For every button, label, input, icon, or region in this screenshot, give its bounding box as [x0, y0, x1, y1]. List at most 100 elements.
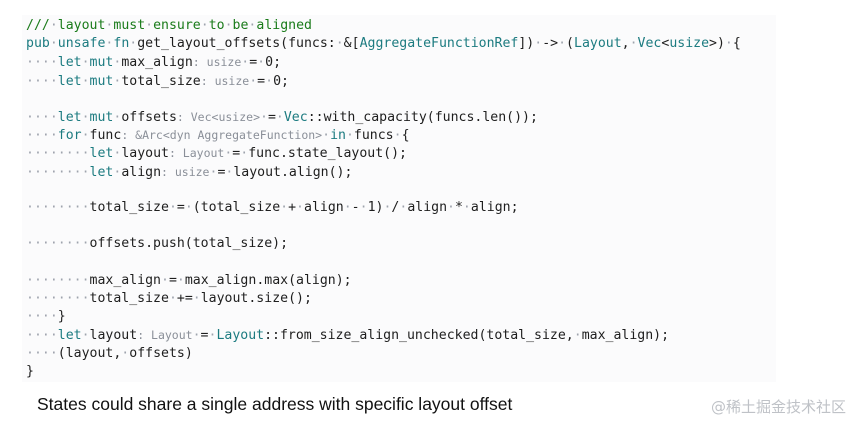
type-token: Vec: [283, 110, 308, 125]
code-token: }: [26, 363, 34, 379]
whitespace-marker: ·: [184, 200, 193, 215]
comment-token: to: [208, 18, 225, 33]
code-token: align;: [470, 200, 519, 215]
code-token: ::with_capacity(funcs.len());: [307, 110, 538, 125]
code-token: max_align: [121, 55, 193, 71]
whitespace-marker: ·: [49, 36, 58, 52]
whitespace-marker: ·: [260, 110, 268, 125]
whitespace-marker: ········: [26, 236, 90, 252]
code-line: ········total_size·+=·layout.size();: [26, 290, 312, 308]
comment-token: be: [232, 18, 249, 33]
whitespace-marker: ·: [225, 164, 234, 180]
slide-caption: States could share a single address with…: [37, 394, 513, 414]
whitespace-marker: ····: [26, 309, 58, 325]
whitespace-marker: ·: [383, 200, 392, 215]
code-token: +=: [176, 291, 193, 306]
keyword-token: let: [57, 110, 82, 125]
code-line: ····let·mut·offsets: Vec<usize>·=·Vec::w…: [26, 108, 538, 126]
code-token: func.state_layout();: [248, 146, 407, 162]
whitespace-marker: ·: [81, 73, 90, 89]
code-token: offsets): [129, 345, 193, 361]
code-token: offsets: [121, 110, 177, 125]
code-token: >): [709, 36, 725, 52]
type-inlay-hint: : usize: [192, 55, 242, 70]
keyword-token: let: [89, 146, 114, 162]
whitespace-marker: ·: [462, 200, 471, 215]
keyword-token: unsafe: [57, 36, 106, 52]
whitespace-marker: ·: [192, 291, 201, 306]
code-line: pub·unsafe·fn·get_layout_offsets(funcs:·…: [26, 35, 741, 53]
whitespace-marker: ·: [49, 18, 58, 33]
whitespace-marker: ·: [81, 55, 90, 71]
whitespace-marker: ·: [345, 128, 354, 144]
whitespace-marker: ·: [248, 18, 257, 33]
code-token: -: [351, 200, 360, 215]
code-line: ········offsets.push(total_size);: [26, 235, 288, 253]
whitespace-marker: ·: [81, 110, 90, 125]
code-token: layout.size();: [200, 291, 312, 306]
code-line: ····for·func: &Arc<dyn AggregateFunction…: [26, 126, 410, 144]
whitespace-marker: ········: [26, 200, 90, 215]
whitespace-marker: ·: [192, 328, 201, 344]
code-token: align: [121, 164, 162, 180]
whitespace-marker: ·: [322, 128, 331, 144]
whitespace-marker: ········: [26, 146, 90, 162]
code-line: ····let·mut·total_size: usize·=·0;: [26, 72, 289, 90]
code-token: {: [732, 36, 741, 52]
whitespace-marker: ····: [26, 128, 58, 144]
code-token: func: [89, 128, 122, 144]
whitespace-marker: ·: [558, 36, 567, 52]
code-token: offsets.push(total_size);: [89, 236, 289, 252]
whitespace-marker: ····: [26, 55, 58, 71]
code-token: get_layout_offsets(funcs:: [137, 36, 336, 52]
whitespace-marker: ·: [113, 55, 122, 71]
whitespace-marker: ········: [26, 272, 90, 288]
code-token: layout.align();: [233, 164, 353, 180]
comment-token: aligned: [256, 18, 312, 33]
whitespace-marker: ·: [168, 291, 177, 306]
keyword-token: let: [57, 55, 82, 71]
keyword-token: fn: [113, 36, 130, 52]
whitespace-marker: ·: [724, 36, 733, 52]
code-line: ········let·align: usize·=·layout.align(…: [26, 163, 352, 181]
code-token: =: [200, 328, 209, 344]
whitespace-marker: ·: [240, 146, 249, 162]
whitespace-marker: ·: [265, 73, 274, 89]
code-line: ····(layout,·offsets): [26, 345, 193, 363]
type-inlay-hint: : usize: [161, 164, 210, 179]
type-token: Layout: [216, 328, 265, 344]
code-token: 1): [367, 200, 384, 215]
whitespace-marker: ·: [280, 200, 289, 215]
whitespace-marker: ····: [26, 345, 58, 361]
type-inlay-hint: : Vec<usize>: [176, 110, 260, 124]
whitespace-marker: ·: [129, 36, 138, 52]
code-token: total_size: [121, 73, 201, 89]
code-token: =: [249, 55, 258, 71]
whitespace-marker: ·: [113, 146, 122, 162]
code-token: ]): [518, 36, 535, 52]
comment-token: ensure: [153, 18, 201, 33]
code-token: 0;: [265, 55, 282, 71]
keyword-token: for: [57, 128, 82, 144]
whitespace-marker: ·: [81, 328, 90, 344]
type-token: AggregateFunctionRef: [359, 36, 519, 52]
code-token: funcs: [353, 128, 394, 144]
code-token: }: [57, 309, 66, 325]
code-token: 0;: [273, 73, 289, 89]
whitespace-marker: ·: [113, 110, 122, 125]
whitespace-marker: ·: [447, 200, 455, 215]
code-token: =: [217, 164, 226, 180]
code-token: {: [401, 128, 410, 144]
whitespace-marker: ········: [26, 164, 90, 180]
type-token: Layout: [574, 36, 622, 52]
code-token: ->: [542, 36, 559, 52]
code-token: align: [407, 200, 448, 215]
code-token: layout: [121, 146, 169, 162]
code-token: &[: [343, 36, 360, 52]
code-line: ····}: [26, 308, 66, 326]
whitespace-marker: ····: [26, 328, 58, 344]
whitespace-marker: ·: [176, 272, 185, 288]
code-token: max_align: [89, 272, 161, 288]
whitespace-marker: ·: [209, 164, 218, 180]
watermark: @稀土掘金技术社区: [710, 398, 846, 416]
